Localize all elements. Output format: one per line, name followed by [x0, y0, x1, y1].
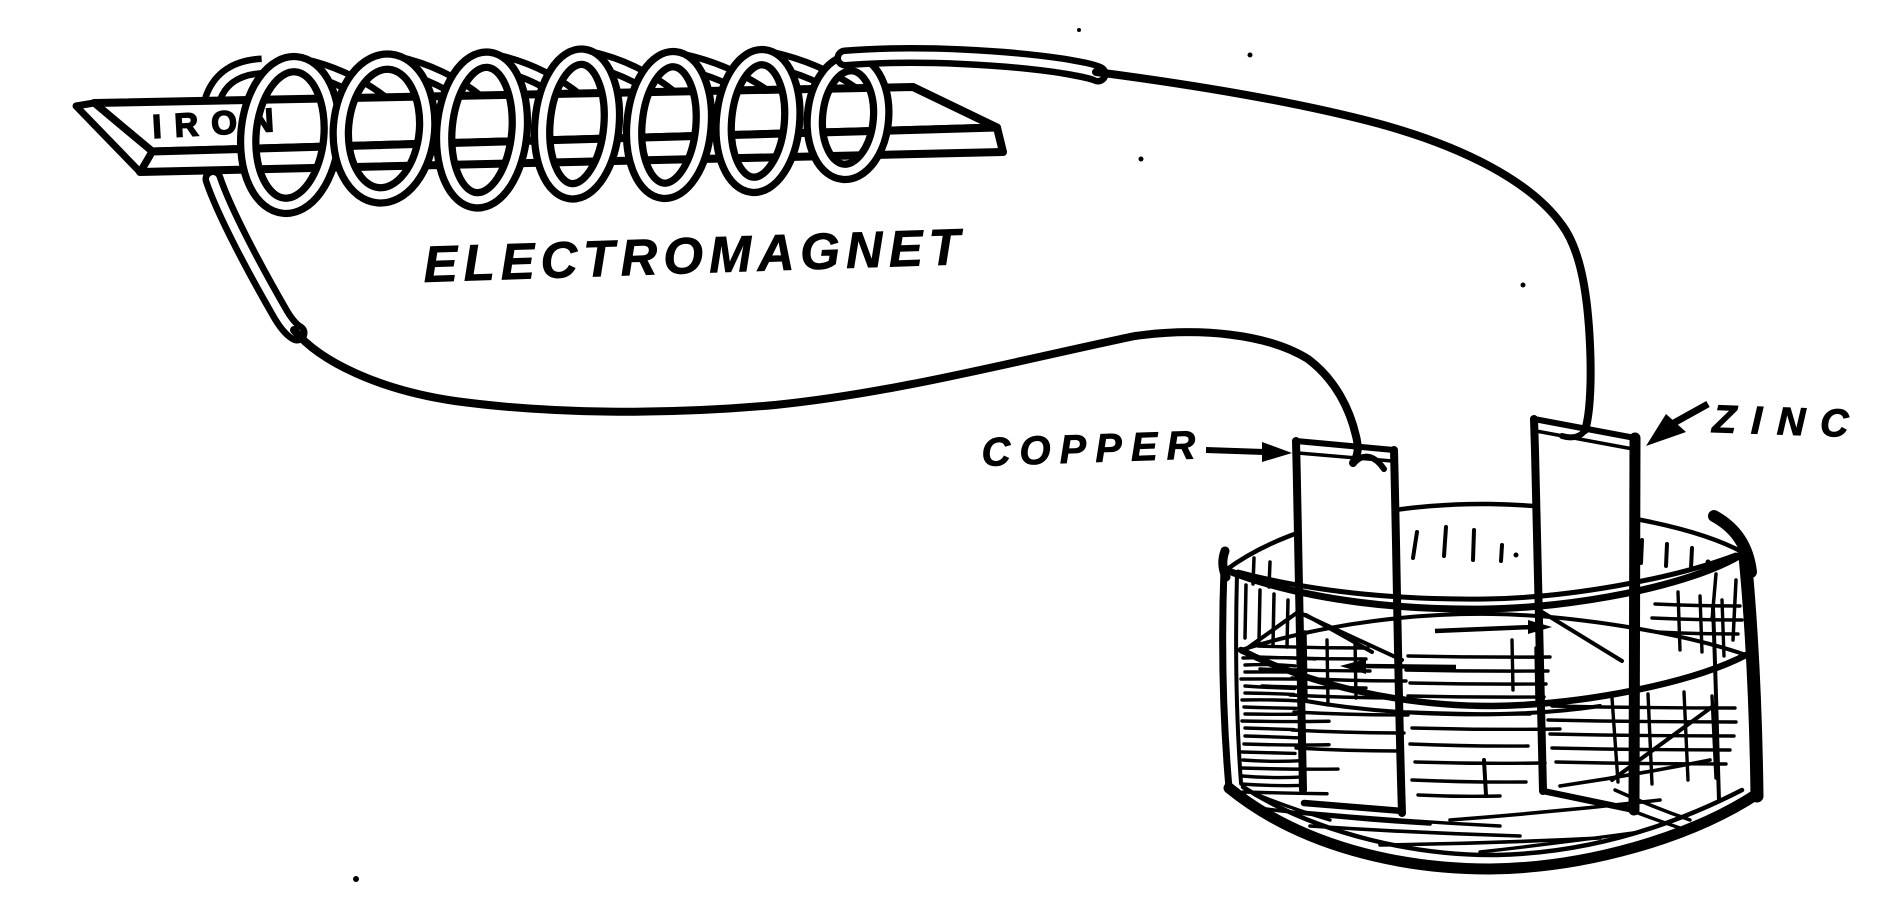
svg-text:COPPER: COPPER — [981, 423, 1205, 475]
svg-text:ELECTROMAGNET: ELECTROMAGNET — [422, 218, 966, 293]
svg-text:IRON: IRON — [151, 101, 287, 145]
svg-text:ZINC: ZINC — [1711, 398, 1864, 446]
